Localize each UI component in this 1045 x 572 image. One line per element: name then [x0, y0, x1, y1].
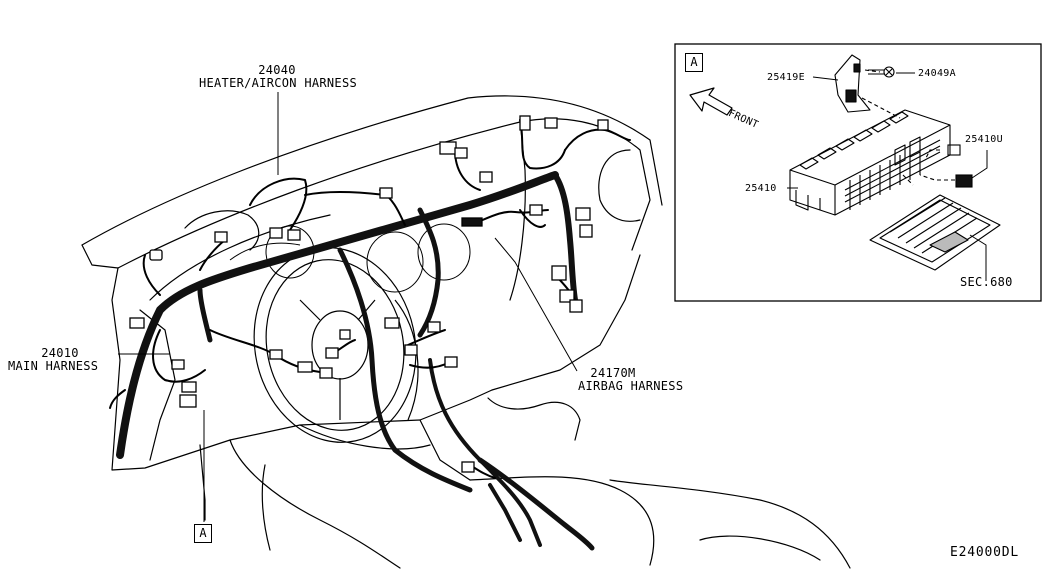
relay-part-number: 25410U	[965, 134, 1003, 145]
inset-leader-lines	[787, 72, 988, 281]
bolt-part-number: 24049A	[918, 68, 956, 79]
relay-illustration	[902, 144, 973, 188]
fuse-block-illustration	[789, 109, 951, 216]
inset-a-marker: A	[685, 53, 703, 72]
bracket-part-number: 25419E	[767, 72, 805, 83]
fuse-block-part-number: 25410	[745, 183, 777, 194]
main-harness	[116, 171, 595, 551]
leader-lines	[118, 92, 578, 522]
heater-aircon-harness-label: HEATER/AIRCON HARNESS	[198, 76, 358, 90]
front-arrow-icon	[689, 87, 733, 116]
airbag-harness-part-number: 24170M	[590, 366, 636, 380]
diagram-id: E24000DL	[950, 545, 1020, 560]
bracket-illustration	[834, 54, 901, 119]
dashboard-outline	[81, 95, 851, 569]
section-reference-label: SEC.680	[960, 275, 1013, 289]
main-harness-part-number: 24010	[41, 346, 79, 360]
cluster-vents	[229, 223, 471, 293]
airbag-harness-label: AIRBAG HARNESS	[578, 379, 684, 393]
view-a-marker: A	[194, 524, 212, 543]
connectors	[129, 115, 609, 473]
fuse-cover-illustration	[869, 194, 1001, 271]
heater-aircon-part-number: 24040	[258, 63, 296, 77]
main-harness-label: MAIN HARNESS	[8, 359, 99, 373]
bolt-illustration	[868, 66, 895, 78]
inset-frame	[674, 43, 1042, 302]
